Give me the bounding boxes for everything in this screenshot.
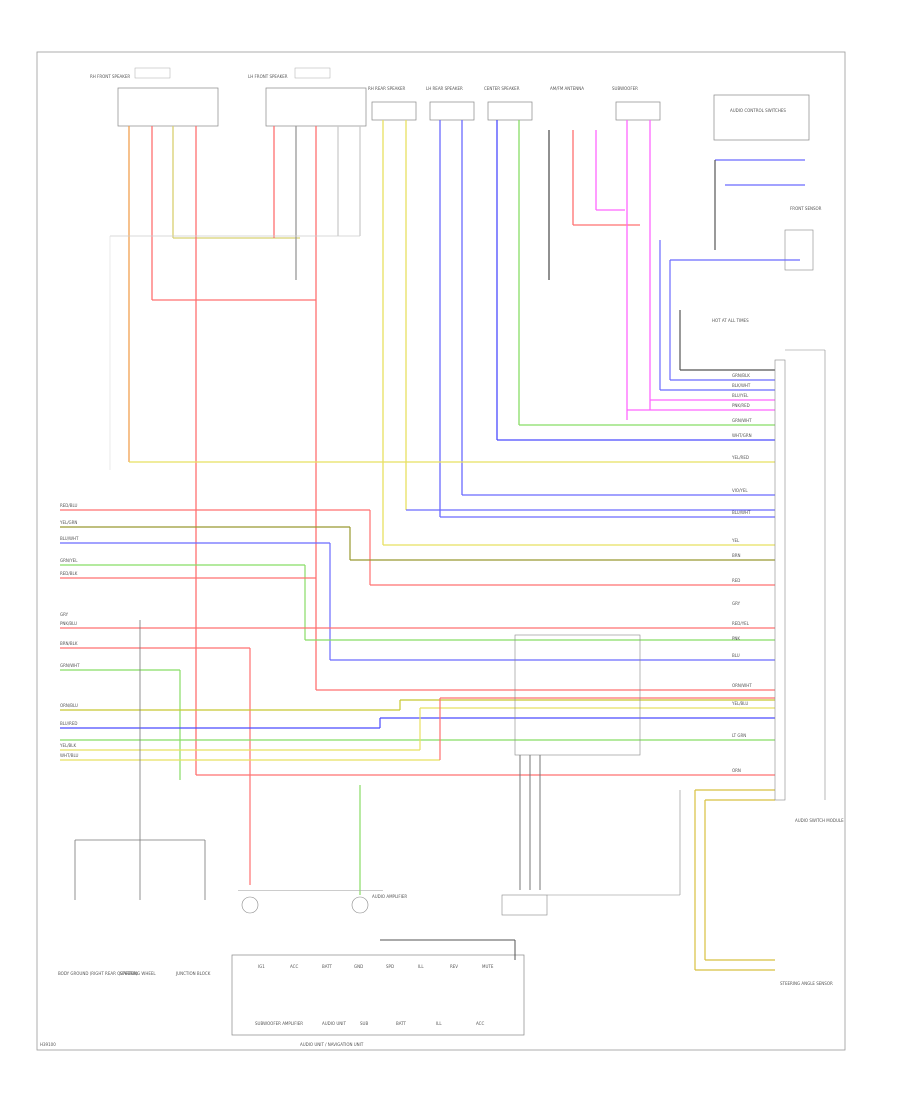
svg-text:REV: REV bbox=[450, 964, 458, 969]
svg-text:RED: RED bbox=[732, 578, 740, 583]
component-audio-control-switches: AUDIO CONTROL SWITCHES FRONT SENSOR HOT … bbox=[712, 94, 822, 323]
svg-text:LH FRONT SPEAKER: LH FRONT SPEAKER bbox=[248, 74, 288, 79]
component-subwoofer: SUBWOOFER bbox=[612, 86, 661, 121]
svg-text:AUDIO CONTROL SWITCHES: AUDIO CONTROL SWITCHES bbox=[730, 108, 786, 113]
svg-text:BRN/BLK: BRN/BLK bbox=[60, 641, 78, 646]
svg-text:YEL/BLK: YEL/BLK bbox=[59, 743, 77, 748]
top-wires bbox=[128, 120, 651, 775]
svg-text:ACC: ACC bbox=[290, 964, 298, 969]
svg-text:PNK/RED: PNK/RED bbox=[732, 403, 750, 408]
svg-text:YEL/GRN: YEL/GRN bbox=[59, 520, 77, 525]
svg-text:BLU/YEL: BLU/YEL bbox=[732, 393, 749, 398]
svg-text:MUTE: MUTE bbox=[482, 964, 494, 969]
horizontal-wires bbox=[60, 159, 805, 971]
svg-text:GRN/YEL: GRN/YEL bbox=[60, 558, 78, 563]
svg-text:YEL/BLU: YEL/BLU bbox=[731, 701, 748, 706]
svg-text:BLU/WHT: BLU/WHT bbox=[60, 536, 79, 541]
svg-text:PNK: PNK bbox=[732, 636, 740, 641]
svg-text:AUDIO UNIT / NAVIGATION UNIT: AUDIO UNIT / NAVIGATION UNIT bbox=[300, 1042, 364, 1047]
svg-text:GRN/WHT: GRN/WHT bbox=[60, 663, 80, 668]
svg-text:BLU/RED: BLU/RED bbox=[60, 721, 77, 726]
ground-label-3: JUNCTION BLOCK bbox=[175, 971, 211, 976]
ground-section bbox=[74, 620, 206, 900]
svg-text:GND: GND bbox=[354, 964, 363, 969]
svg-text:ILL: ILL bbox=[436, 1021, 442, 1026]
svg-text:BLU: BLU bbox=[732, 653, 740, 658]
svg-text:SUB: SUB bbox=[360, 1021, 368, 1026]
svg-text:LH REAR SPEAKER: LH REAR SPEAKER bbox=[426, 86, 463, 91]
svg-text:BATT: BATT bbox=[322, 964, 333, 969]
svg-text:SUBWOOFER AMPLIFIER: SUBWOOFER AMPLIFIER bbox=[255, 1021, 303, 1026]
svg-text:RED/BLK: RED/BLK bbox=[60, 571, 78, 576]
right-connector-block: AUDIO SWITCH MODULE bbox=[774, 349, 844, 823]
svg-text:BLU/WHT: BLU/WHT bbox=[732, 510, 751, 515]
svg-text:RH REAR SPEAKER: RH REAR SPEAKER bbox=[368, 86, 406, 91]
svg-text:BRN: BRN bbox=[732, 553, 741, 558]
svg-text:FRONT SENSOR: FRONT SENSOR bbox=[790, 206, 822, 211]
svg-text:BATT: BATT bbox=[396, 1021, 407, 1026]
audio-unit: AUDIO AMPLIFIER AUDIO UNIT / NAVIGATION … bbox=[231, 890, 525, 1047]
svg-text:ORN: ORN bbox=[732, 768, 741, 773]
right-pin-labels: GRN/BLK BLK/WHT BLU/YEL GRN/WHT PNK/RED … bbox=[731, 373, 752, 773]
relay-box bbox=[501, 634, 681, 916]
component-lh-front-speaker: LH FRONT SPEAKER bbox=[248, 67, 367, 127]
svg-text:RED/YEL: RED/YEL bbox=[732, 621, 750, 626]
component-lh-rear-speaker: LH REAR SPEAKER bbox=[426, 86, 475, 121]
svg-text:YEL: YEL bbox=[731, 538, 740, 543]
svg-text:AUDIO AMPLIFIER: AUDIO AMPLIFIER bbox=[372, 894, 407, 899]
right-bottom-label: STEERING ANGLE SENSOR bbox=[780, 981, 833, 986]
diagram-frame bbox=[36, 51, 846, 1051]
svg-text:ORN/WHT: ORN/WHT bbox=[732, 683, 752, 688]
component-rh-front-speaker: RH FRONT SPEAKER bbox=[90, 67, 219, 127]
svg-text:PNK/BLU: PNK/BLU bbox=[60, 621, 77, 626]
component-antenna: AM/FM ANTENNA bbox=[550, 86, 584, 91]
svg-text:GRY: GRY bbox=[60, 612, 69, 617]
component-rh-rear-speaker: RH REAR SPEAKER bbox=[368, 86, 417, 121]
svg-text:BLK/WHT: BLK/WHT bbox=[732, 383, 751, 388]
page-code: H39100 bbox=[40, 1042, 56, 1047]
svg-text:WHT/BLU: WHT/BLU bbox=[60, 753, 79, 758]
component-center-speaker: CENTER SPEAKER bbox=[484, 86, 533, 121]
svg-text:ACC: ACC bbox=[476, 1021, 484, 1026]
svg-text:GRY: GRY bbox=[732, 601, 741, 606]
svg-text:WHT/GRN: WHT/GRN bbox=[732, 433, 752, 438]
svg-text:AUDIO UNIT: AUDIO UNIT bbox=[322, 1021, 346, 1026]
svg-text:SUBWOOFER: SUBWOOFER bbox=[612, 86, 638, 91]
svg-text:LT GRN: LT GRN bbox=[732, 733, 746, 738]
svg-text:CENTER SPEAKER: CENTER SPEAKER bbox=[484, 86, 520, 91]
svg-text:GRN/WHT: GRN/WHT bbox=[732, 418, 752, 423]
svg-text:AUDIO SWITCH MODULE: AUDIO SWITCH MODULE bbox=[795, 818, 844, 823]
audio-unit-pins: IG1 ACC BATT GND SPD ILL REV MUTE SUBWOO… bbox=[255, 964, 494, 1026]
svg-text:RH FRONT SPEAKER: RH FRONT SPEAKER bbox=[90, 74, 130, 79]
svg-text:RED/BLU: RED/BLU bbox=[60, 503, 78, 508]
svg-text:ILL: ILL bbox=[418, 964, 424, 969]
left-wire-labels: RED/BLU YEL/GRN BLU/WHT GRN/YEL RED/BLK … bbox=[59, 503, 80, 758]
svg-text:IG1: IG1 bbox=[258, 964, 265, 969]
ground-label-2: STEERING WHEEL bbox=[120, 971, 156, 976]
svg-text:GRN/BLK: GRN/BLK bbox=[732, 373, 750, 378]
svg-text:YEL/RED: YEL/RED bbox=[731, 455, 749, 460]
svg-text:SPD: SPD bbox=[386, 964, 394, 969]
ground-label-1: BODY GROUND (RIGHT REAR QUARTER) bbox=[58, 971, 138, 976]
svg-text:HOT AT ALL TIMES: HOT AT ALL TIMES bbox=[712, 318, 749, 323]
svg-text:AM/FM ANTENNA: AM/FM ANTENNA bbox=[550, 86, 584, 91]
svg-text:VIO/YEL: VIO/YEL bbox=[732, 488, 748, 493]
svg-text:ORN/BLU: ORN/BLU bbox=[60, 703, 78, 708]
